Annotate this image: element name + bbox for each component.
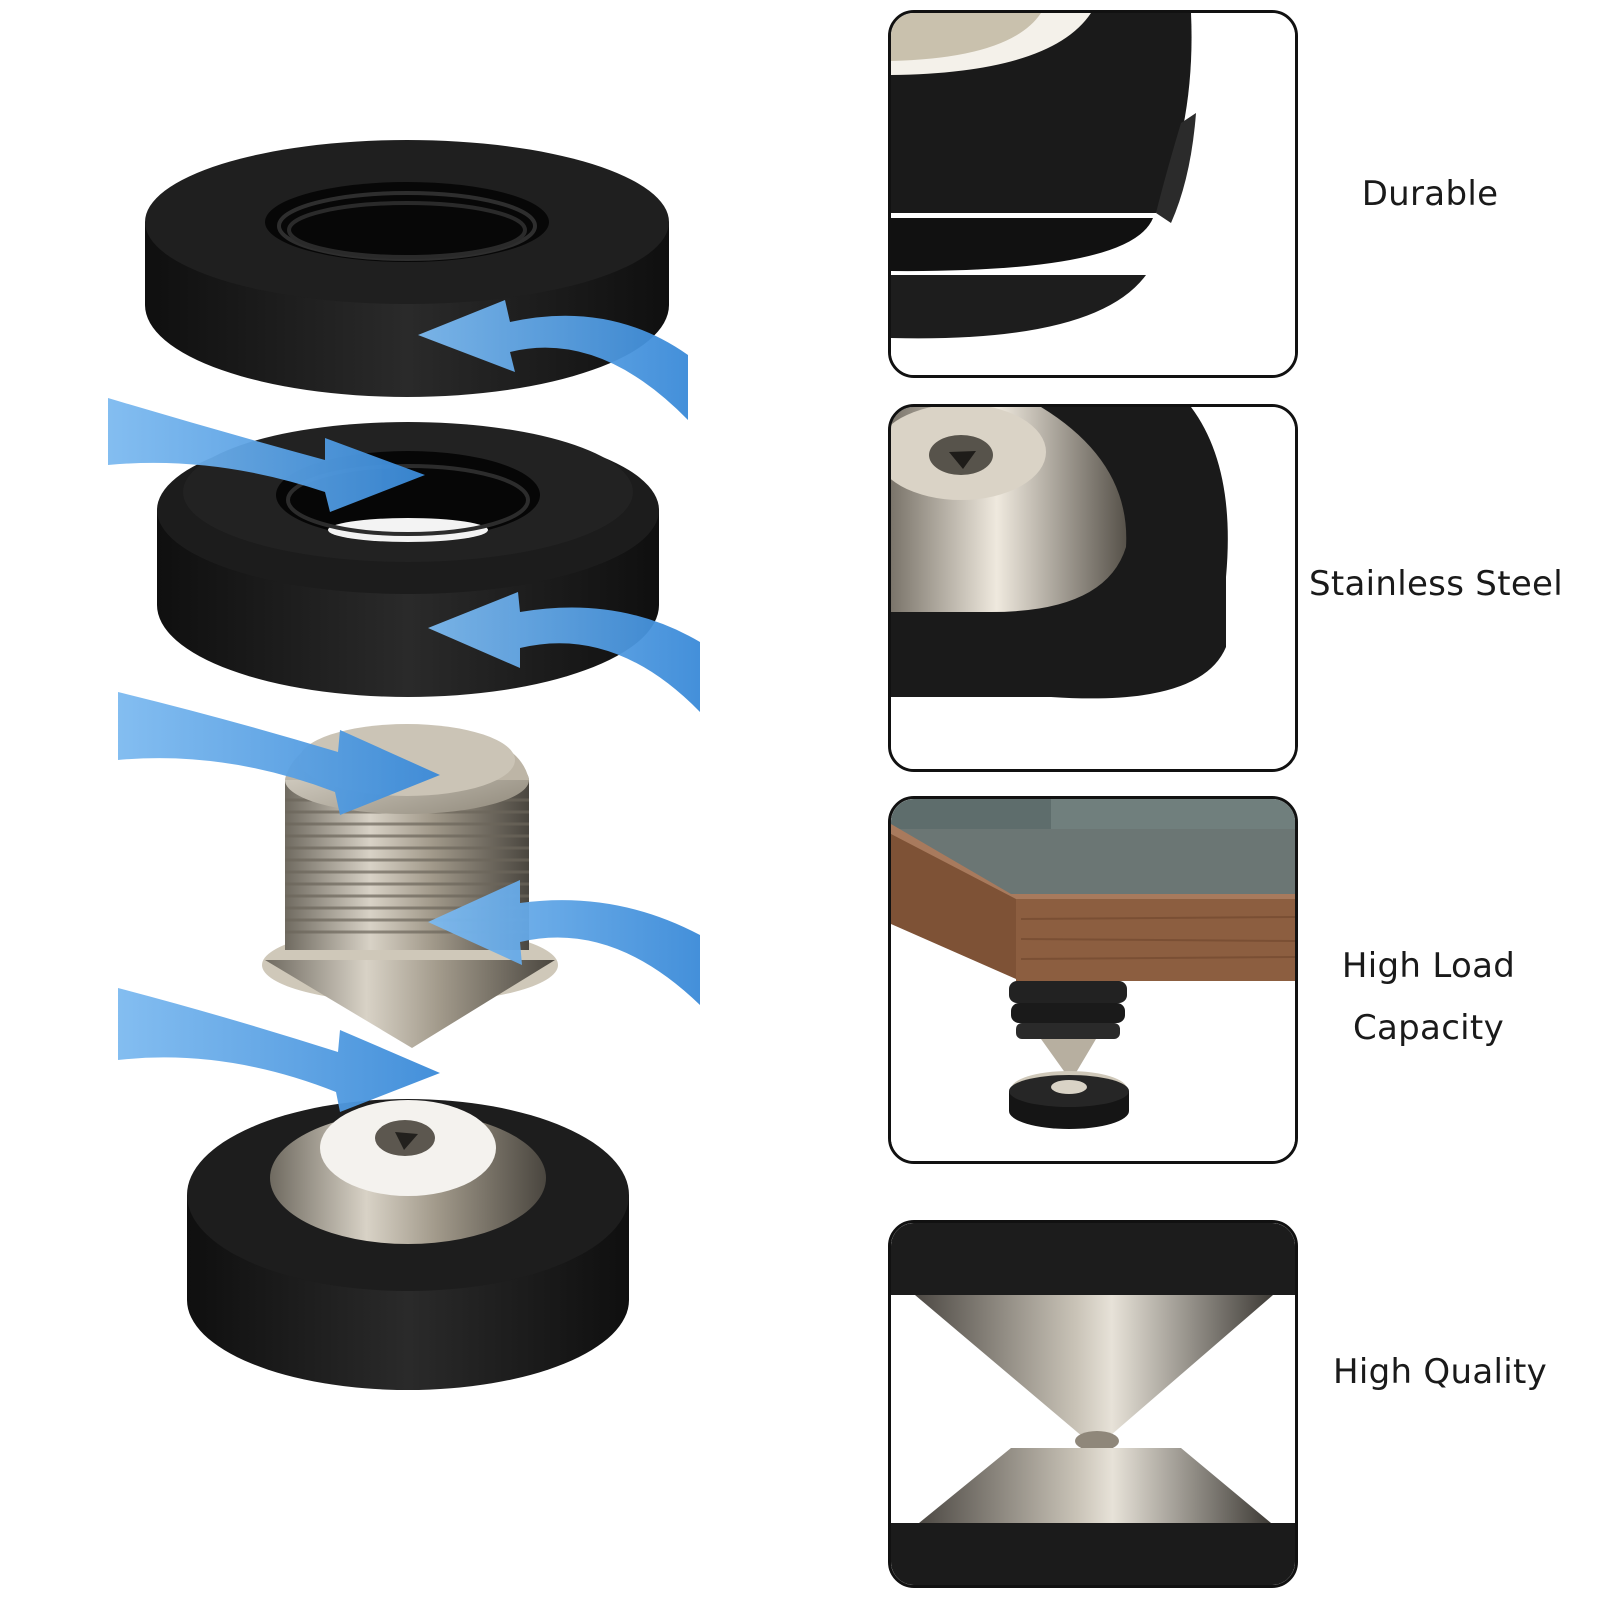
feature-label-stainless-steel: Stainless Steel bbox=[1308, 564, 1564, 604]
durable-closeup bbox=[891, 13, 1295, 375]
feature-label-high-quality: High Quality bbox=[1332, 1352, 1548, 1392]
feature-panel-high-load bbox=[888, 796, 1298, 1164]
feature-label-durable: Durable bbox=[1361, 174, 1499, 214]
stainless-steel-closeup bbox=[891, 407, 1295, 769]
high-load-closeup bbox=[891, 799, 1295, 1161]
high-quality-closeup bbox=[891, 1223, 1295, 1585]
exploded-assembly bbox=[108, 140, 700, 1390]
assembly-arrow-icon bbox=[108, 300, 700, 1112]
feature-panel-high-quality bbox=[888, 1220, 1298, 1588]
base-cup bbox=[187, 1099, 629, 1390]
feature-label-high-load-capacity: High Load Capacity bbox=[1341, 946, 1516, 1048]
feature-panel-durable bbox=[888, 10, 1298, 378]
feature-panel-stainless-steel bbox=[888, 404, 1298, 772]
top-washer bbox=[145, 140, 669, 397]
